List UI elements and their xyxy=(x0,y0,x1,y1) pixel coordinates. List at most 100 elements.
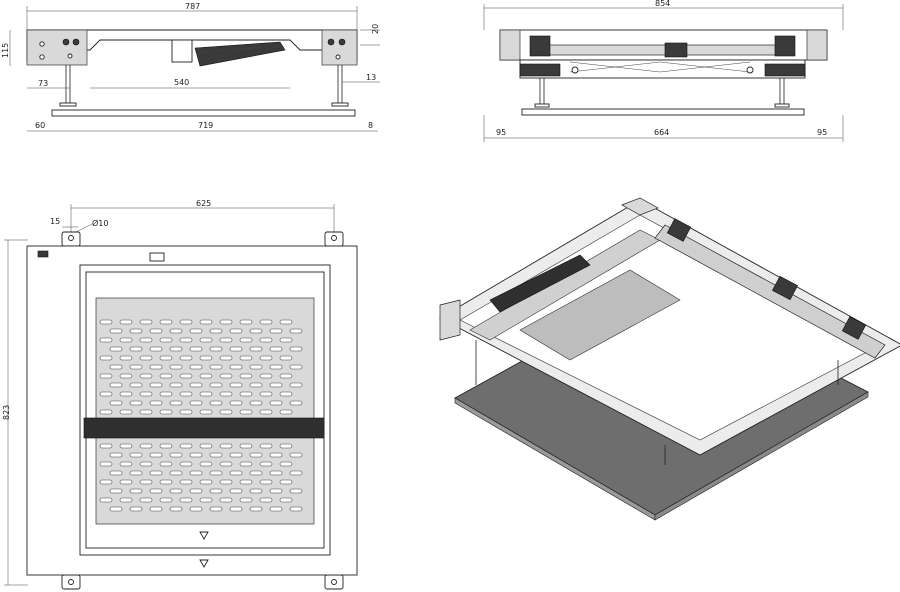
perforation-slot xyxy=(149,346,163,352)
perforation-slot xyxy=(119,497,133,503)
perforation-slot xyxy=(279,319,293,325)
perforation-slot xyxy=(109,346,123,352)
perforation-slot xyxy=(209,364,223,370)
perforation-slot xyxy=(269,364,283,370)
perforation-slot xyxy=(149,328,163,334)
perforation-slot xyxy=(109,328,123,334)
dim-side-right-margin: 95 xyxy=(817,128,827,137)
perforation-slot xyxy=(239,479,253,485)
dim-front-overall-width: 787 xyxy=(185,2,200,11)
perforation-slot xyxy=(109,470,123,476)
perforation-slot xyxy=(179,479,193,485)
perforation-slot xyxy=(259,355,273,361)
perforation-slot xyxy=(259,319,273,325)
perforation-slot xyxy=(149,506,163,512)
perforation-slot xyxy=(179,443,193,449)
perforation-slot xyxy=(239,355,253,361)
perforation-slot xyxy=(239,391,253,397)
perforation-slot xyxy=(179,355,193,361)
perforation-slot xyxy=(229,488,243,494)
triangle-down-icon xyxy=(199,531,209,540)
perforation-slot xyxy=(189,506,203,512)
perforation-slot xyxy=(279,461,293,467)
perforation-slot xyxy=(279,391,293,397)
perforation-slot xyxy=(159,355,173,361)
perforation-slot xyxy=(109,364,123,370)
perforation-slot xyxy=(129,400,143,406)
perforation-slot xyxy=(159,337,173,343)
perforation-slot xyxy=(229,346,243,352)
triangle-down-icon xyxy=(199,559,209,568)
perforation-slot xyxy=(249,452,263,458)
perforation-slot xyxy=(129,364,143,370)
perforation-slot xyxy=(209,488,223,494)
perforation-slot xyxy=(199,373,213,379)
dim-top-hole-spacing: 625 xyxy=(196,199,211,208)
perforation-slot xyxy=(119,391,133,397)
perforation-slot xyxy=(139,337,153,343)
perforation-slot xyxy=(279,443,293,449)
perforation-slot xyxy=(269,470,283,476)
perforation-slot xyxy=(239,443,253,449)
perforation-slot xyxy=(269,382,283,388)
perforation-slot xyxy=(169,470,183,476)
dim-front-right-offset: 13 xyxy=(366,73,376,82)
perforation-slot xyxy=(159,409,173,415)
perforation-slot xyxy=(199,337,213,343)
dim-front-plate-width: 719 xyxy=(198,121,213,130)
dim-front-inner-span: 540 xyxy=(174,78,189,87)
perforation-slot xyxy=(189,400,203,406)
perforation-slot xyxy=(269,452,283,458)
perforation-slot xyxy=(219,337,233,343)
perforation-slot xyxy=(99,443,113,449)
perforation-slot xyxy=(199,409,213,415)
perforation-slot xyxy=(259,461,273,467)
perforation-slot xyxy=(249,382,263,388)
perforation-slot xyxy=(219,319,233,325)
perforation-slot xyxy=(99,319,113,325)
perforation-slot xyxy=(289,470,303,476)
perforation-slot xyxy=(159,461,173,467)
perforation-slot xyxy=(149,488,163,494)
perforation-slot xyxy=(119,355,133,361)
perforation-slot xyxy=(109,382,123,388)
perforation-slot xyxy=(239,337,253,343)
perforation-slot xyxy=(259,479,273,485)
perforation-slot xyxy=(129,506,143,512)
perforation-slot xyxy=(149,382,163,388)
perforation-slot xyxy=(289,364,303,370)
perforation-slot xyxy=(289,506,303,512)
perforation-slot xyxy=(229,382,243,388)
perforation-slot xyxy=(119,479,133,485)
perforation-slot xyxy=(259,337,273,343)
perforation-slot xyxy=(179,373,193,379)
perforation-slot xyxy=(199,479,213,485)
perforation-slot xyxy=(199,443,213,449)
perforation-slot xyxy=(269,400,283,406)
perforation-slot xyxy=(249,488,263,494)
perforation-slot xyxy=(169,382,183,388)
perforation-slot xyxy=(99,373,113,379)
perforation-slot xyxy=(169,488,183,494)
perforation-slot xyxy=(119,319,133,325)
perforation-slot xyxy=(189,470,203,476)
perforation-slot xyxy=(99,479,113,485)
perforation-slot xyxy=(99,337,113,343)
perforation-slot xyxy=(129,382,143,388)
perforation-slot xyxy=(139,497,153,503)
perforation-slot xyxy=(199,391,213,397)
perforation-slot xyxy=(239,497,253,503)
perforation-slot xyxy=(189,328,203,334)
dim-top-overall-depth: 823 xyxy=(2,405,11,420)
dim-front-height: 115 xyxy=(1,43,10,58)
perforation-slot xyxy=(159,391,173,397)
perforation-slot xyxy=(289,328,303,334)
perforation-slot xyxy=(99,391,113,397)
perforation-slot xyxy=(159,479,173,485)
perforation-slot xyxy=(249,346,263,352)
perforation-slot xyxy=(119,373,133,379)
perforation-slot xyxy=(139,373,153,379)
perforation-slot xyxy=(169,346,183,352)
perforation-slot xyxy=(189,364,203,370)
dim-side-inner-span: 664 xyxy=(654,128,669,137)
